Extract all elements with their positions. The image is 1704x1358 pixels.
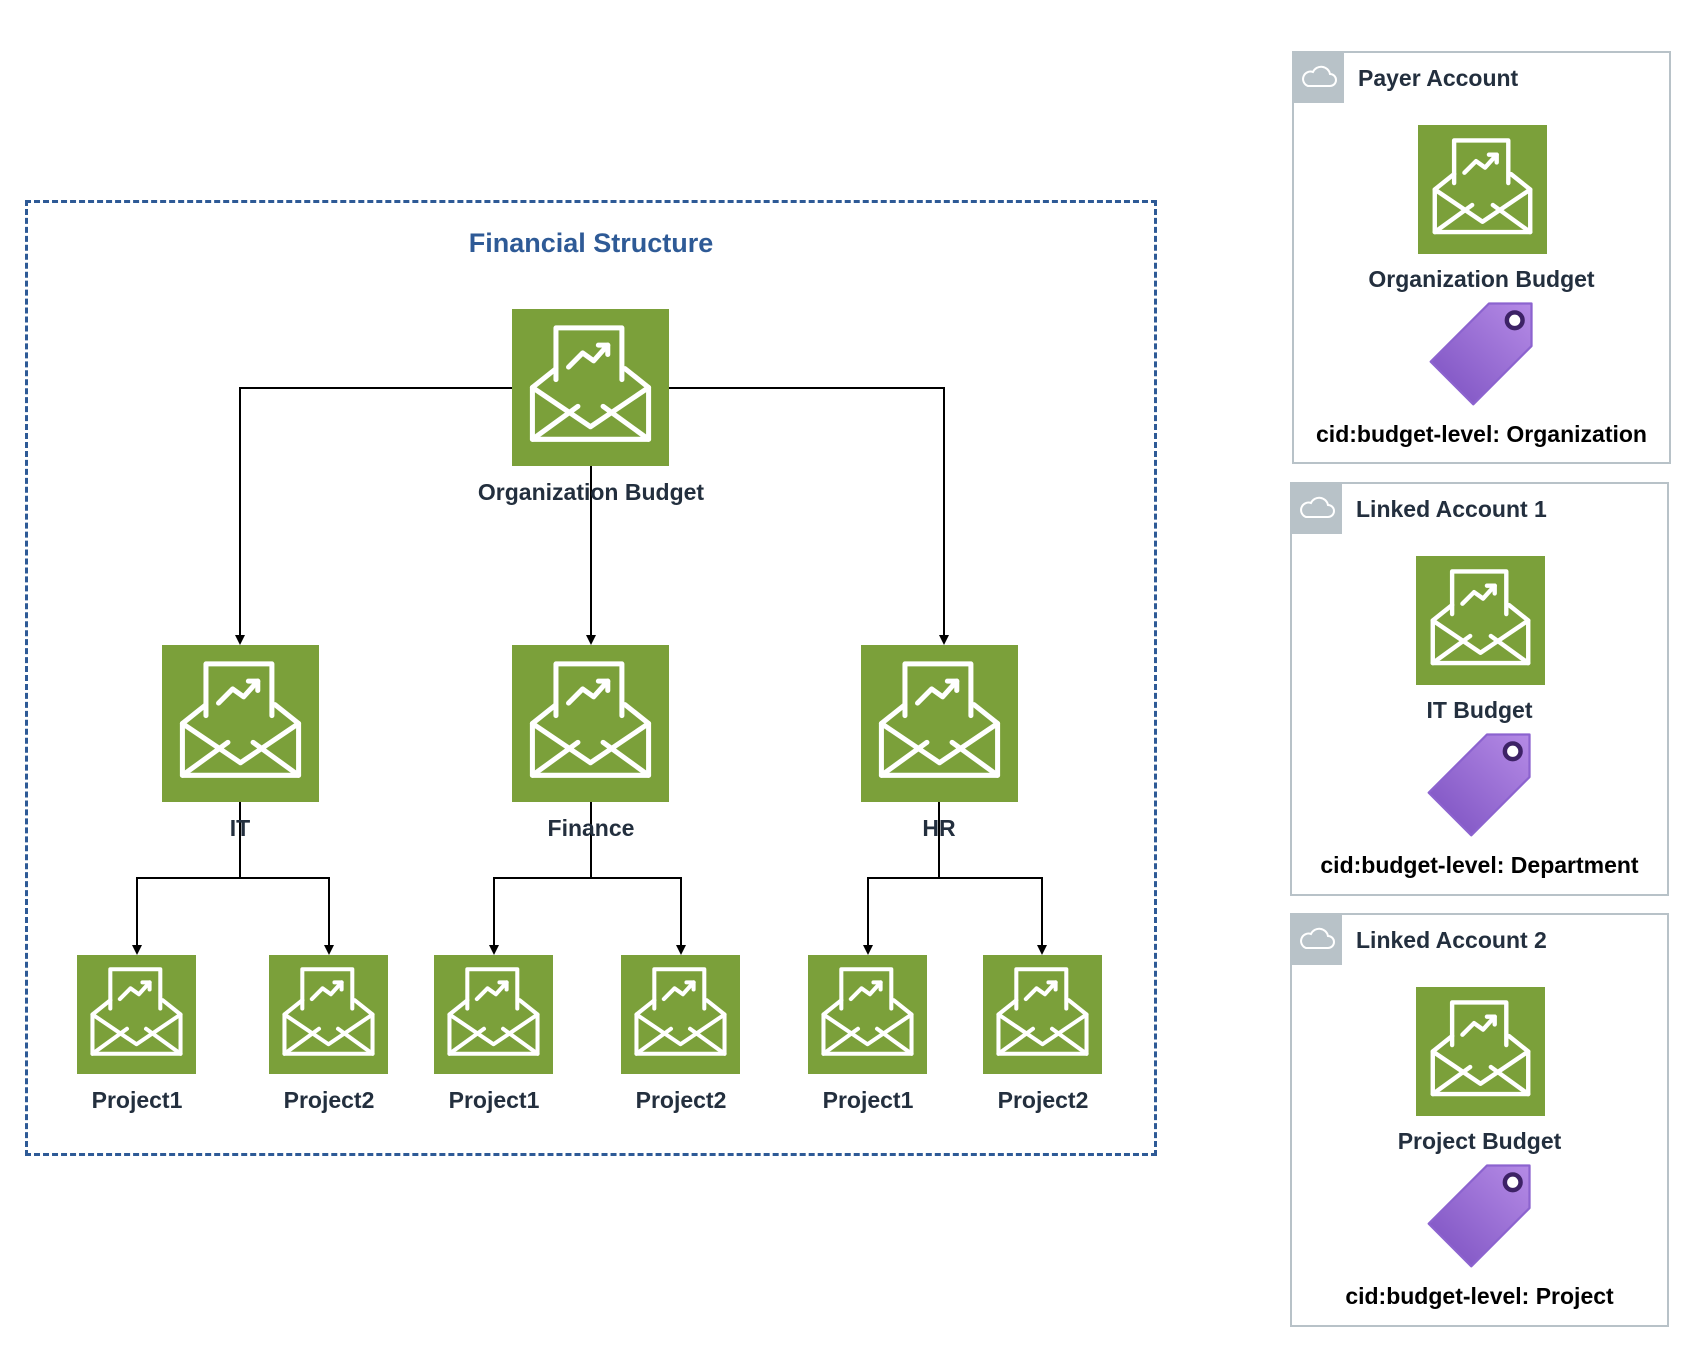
financial-structure-group xyxy=(25,200,1157,1156)
budget-envelope-icon xyxy=(269,955,388,1074)
edge-fin-p1 xyxy=(489,802,592,955)
budget-envelope-icon xyxy=(512,309,669,466)
account-budget-label: IT Budget xyxy=(1426,697,1533,723)
root-budget-label: Organization Budget xyxy=(477,479,705,505)
tag-icon xyxy=(1424,299,1536,411)
edge-it-p2 xyxy=(240,877,334,955)
budget-envelope-icon xyxy=(621,955,740,1074)
cloud-icon xyxy=(1294,53,1344,103)
edge-root-hr xyxy=(668,387,949,645)
linked-account-2-panel: Linked Account 2 Project Budget cid:budg… xyxy=(1290,913,1669,1327)
tag-icon xyxy=(1422,730,1534,842)
tag-icon xyxy=(1422,1161,1534,1273)
cloud-icon xyxy=(1292,915,1342,965)
budget-envelope-icon xyxy=(77,955,196,1074)
dept-label-hr: HR xyxy=(922,815,956,841)
account-title: Linked Account 2 xyxy=(1356,927,1547,953)
payer-account-panel: Payer Account Organization Budget cid:bu… xyxy=(1292,51,1671,464)
project-label: Project1 xyxy=(822,1087,914,1113)
budget-envelope-icon xyxy=(983,955,1102,1074)
account-budget-label: Project Budget xyxy=(1397,1128,1562,1154)
project-label: Project2 xyxy=(283,1087,375,1113)
edge-it-p1 xyxy=(132,802,241,955)
budget-envelope-icon xyxy=(512,645,669,802)
project-label: Project2 xyxy=(635,1087,727,1113)
account-tag-label: cid:budget-level: Organization xyxy=(1316,421,1647,447)
cloud-icon xyxy=(1292,484,1342,534)
budget-envelope-icon xyxy=(1416,987,1545,1116)
edge-fin-p2 xyxy=(591,877,686,955)
account-title: Payer Account xyxy=(1358,65,1519,91)
linked-account-1-panel: Linked Account 1 IT Budget cid:budget-le… xyxy=(1290,482,1669,896)
budget-envelope-icon xyxy=(1418,125,1547,254)
account-title: Linked Account 1 xyxy=(1356,496,1547,522)
project-label: Project1 xyxy=(448,1087,540,1113)
edge-hr-p2 xyxy=(939,877,1047,955)
project-label: Project2 xyxy=(997,1087,1089,1113)
edge-root-it xyxy=(235,387,516,645)
account-tag-label: cid:budget-level: Project xyxy=(1345,1283,1614,1309)
account-budget-label: Organization Budget xyxy=(1368,266,1595,292)
financial-structure-title: Financial Structure xyxy=(468,228,714,258)
dept-label-it: IT xyxy=(229,815,251,841)
budget-envelope-icon xyxy=(434,955,553,1074)
edge-hr-p1 xyxy=(863,802,940,955)
dept-label-finance: Finance xyxy=(547,815,635,841)
budget-envelope-icon xyxy=(808,955,927,1074)
budget-envelope-icon xyxy=(1416,556,1545,685)
budget-envelope-icon xyxy=(861,645,1018,802)
account-tag-label: cid:budget-level: Department xyxy=(1320,852,1639,878)
project-label: Project1 xyxy=(91,1087,183,1113)
budget-envelope-icon xyxy=(162,645,319,802)
